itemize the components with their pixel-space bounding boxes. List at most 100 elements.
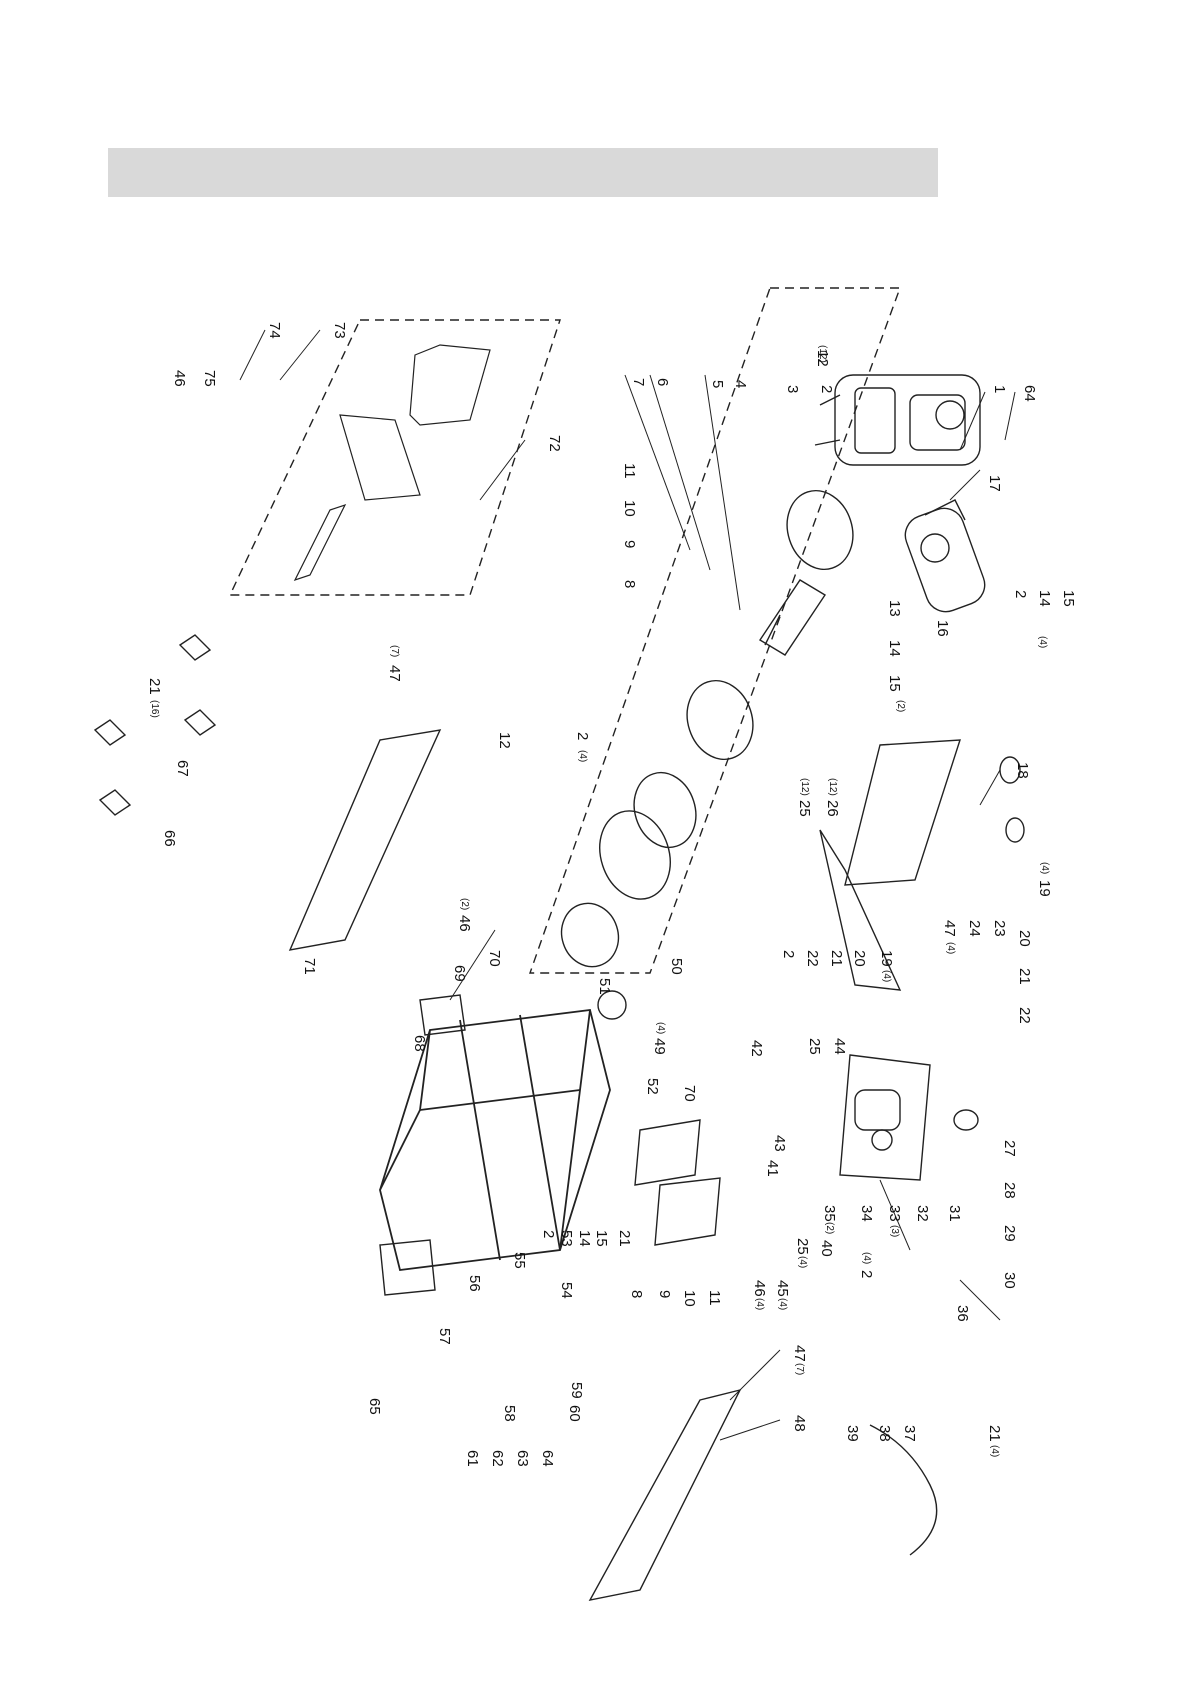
label-1: 1	[991, 385, 1008, 393]
label-75: 75	[201, 370, 218, 387]
label-23: 23	[991, 920, 1008, 937]
qty-45: (4)	[777, 1298, 788, 1310]
label-64: 64	[1021, 385, 1038, 402]
label-72: 72	[546, 435, 563, 452]
qty-46: (2)	[459, 898, 470, 910]
label-53: 53	[558, 1230, 575, 1247]
part-labels: 64 1 12 2 3 4 5 6 7 17 15 14 2 16 13 14 …	[146, 322, 1077, 1467]
control-box-56	[379, 1239, 436, 1296]
label-45: 45	[774, 1280, 791, 1297]
label-19: 19	[878, 950, 895, 967]
label-19: 19	[1036, 880, 1053, 897]
label-36: 36	[954, 1305, 971, 1322]
label-18: 18	[1014, 762, 1031, 779]
label-41: 41	[764, 1160, 781, 1177]
label-25: 25	[806, 1038, 823, 1055]
side-panels	[288, 729, 961, 1601]
label-49: 49	[651, 1038, 668, 1055]
qty-19: (4)	[881, 970, 892, 982]
label-17: 17	[986, 475, 1003, 492]
wheel-67	[183, 709, 217, 736]
label-66: 66	[161, 830, 178, 847]
qty-47: (7)	[389, 645, 400, 657]
label-2: 2	[780, 950, 797, 958]
label-11: 11	[621, 463, 638, 479]
qty-15: (2)	[895, 700, 906, 712]
alternator	[560, 489, 854, 968]
label-74: 74	[266, 322, 283, 339]
label-10: 10	[681, 1290, 698, 1307]
label-12: 12	[814, 350, 831, 367]
label-50: 50	[668, 958, 685, 975]
label-69: 69	[451, 965, 468, 982]
label-13: 13	[886, 600, 903, 617]
label-64: 64	[539, 1450, 556, 1467]
label-55: 55	[511, 1252, 528, 1269]
label-60: 60	[566, 1405, 583, 1422]
label-25: 25	[794, 1238, 811, 1255]
qty-brace: (4)	[1037, 636, 1048, 648]
label-2: 2	[858, 1270, 875, 1278]
wheel-66	[98, 789, 132, 816]
alternator-group-boundary	[529, 287, 902, 974]
label-14: 14	[576, 1230, 593, 1247]
label-22: 22	[804, 950, 821, 967]
label-14: 14	[1036, 590, 1053, 607]
end-panel-24	[844, 739, 961, 886]
qty-35: (2)	[824, 1222, 835, 1234]
qty-2: (4)	[861, 1252, 872, 1264]
label-32: 32	[914, 1205, 931, 1222]
label-38: 38	[876, 1425, 893, 1442]
label-51: 51	[596, 978, 613, 995]
dashed-boundaries	[228, 287, 902, 974]
label-61: 61	[464, 1450, 481, 1467]
battery-68	[419, 994, 466, 1036]
label-2: 2	[818, 385, 835, 393]
label-22: 22	[1016, 1007, 1033, 1024]
label-46: 46	[171, 370, 188, 387]
qty-21: (4)	[989, 1445, 1000, 1457]
qty-2: (4)	[577, 750, 588, 762]
label-3: 3	[784, 385, 801, 393]
label-20: 20	[851, 950, 868, 967]
label-10: 10	[621, 500, 638, 517]
qty-26: (12)	[827, 778, 838, 796]
label-70: 70	[486, 950, 503, 967]
panel-group-boundary	[228, 319, 561, 596]
label-2: 2	[574, 732, 591, 740]
fuel-tank	[839, 1054, 931, 1181]
label-73: 73	[331, 322, 348, 339]
qty-47: (7)	[794, 1363, 805, 1375]
qty-19: (4)	[1039, 862, 1050, 874]
label-47: 47	[791, 1345, 808, 1362]
part-50	[597, 990, 627, 1020]
label-24: 24	[966, 920, 983, 937]
muffler	[904, 499, 986, 613]
wheel-21	[178, 634, 212, 661]
side-panel-71	[288, 729, 442, 951]
qty-49: (4)	[655, 1022, 666, 1034]
label-43: 43	[771, 1135, 788, 1152]
label-8: 8	[621, 580, 638, 588]
label-21: 21	[146, 678, 163, 695]
label-35: 35	[821, 1205, 838, 1222]
label-30: 30	[1001, 1272, 1018, 1289]
qty-33: (3)	[889, 1225, 900, 1237]
label-46: 46	[751, 1280, 768, 1297]
label-52: 52	[644, 1078, 661, 1095]
label-2: 2	[1012, 590, 1029, 598]
label-54: 54	[558, 1282, 575, 1299]
air-box-41	[634, 1119, 701, 1186]
label-9: 9	[621, 540, 638, 548]
label-21: 21	[1016, 968, 1033, 985]
gasket-18b	[1005, 817, 1025, 843]
label-39: 39	[844, 1425, 861, 1442]
label-21: 21	[828, 950, 845, 967]
side-panel-48	[588, 1388, 742, 1601]
label-29: 29	[1001, 1225, 1018, 1242]
label-70: 70	[681, 1085, 698, 1102]
label-57: 57	[436, 1328, 453, 1345]
label-20: 20	[1016, 930, 1033, 947]
label-8: 8	[628, 1290, 645, 1298]
